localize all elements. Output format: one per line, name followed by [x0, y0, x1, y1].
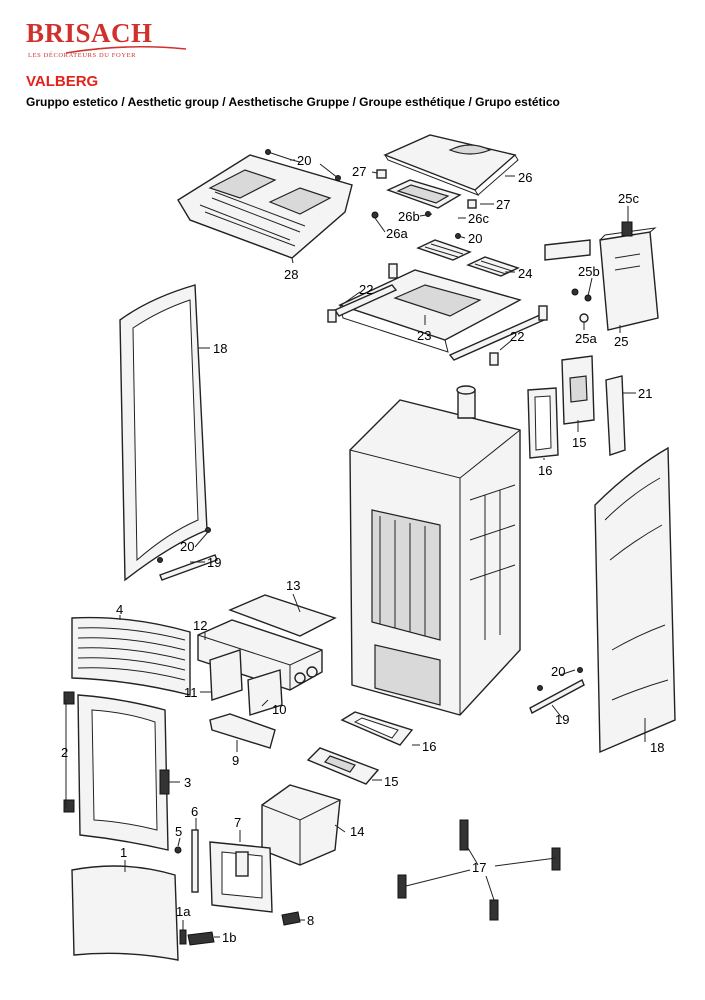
callout-23: 23 [417, 328, 431, 343]
callout-12: 12 [193, 618, 207, 633]
callout-1a: 1a [176, 904, 191, 919]
callout-25a: 25a [575, 331, 597, 346]
callout-10: 10 [272, 702, 286, 717]
part-16-lower-gasket [340, 711, 414, 746]
part-9-bar [209, 713, 276, 749]
part-27-plugs [376, 169, 477, 209]
callout-26c: 26c [468, 211, 489, 226]
callout-28: 28 [284, 267, 298, 282]
callout-20: 20 [297, 153, 311, 168]
callout-18: 18 [650, 740, 664, 755]
leader-lines [65, 159, 646, 938]
part-28-top-cover [177, 154, 353, 259]
part-16-upper-gasket [527, 387, 559, 459]
part-13-plate [228, 594, 337, 637]
part-18-left-side-panel [119, 284, 208, 582]
callout-22: 22 [510, 329, 524, 344]
callout-20: 20 [551, 664, 565, 679]
part-8-clip [281, 911, 301, 926]
part-14-ash-pan [261, 784, 341, 866]
callout-15: 15 [384, 774, 398, 789]
part-2-hinges [63, 691, 75, 813]
callout-19: 19 [207, 555, 221, 570]
callout-5: 5 [175, 824, 182, 839]
logo-swoosh-icon [66, 46, 186, 54]
model-title: VALBERG [26, 73, 99, 90]
callout-1: 1 [120, 845, 127, 860]
callout-6: 6 [191, 804, 198, 819]
part-18-right-side-panel [594, 446, 676, 754]
callout-14: 14 [350, 824, 364, 839]
callout-2: 2 [61, 745, 68, 760]
callout-18: 18 [213, 341, 227, 356]
callout-20: 20 [180, 539, 194, 554]
part-21-strip [605, 375, 626, 456]
callout-19: 19 [555, 712, 569, 727]
part-7-inner-door [209, 841, 273, 913]
callout-25: 25 [614, 334, 628, 349]
part-5-screw [174, 846, 182, 854]
part-6-rod [191, 829, 199, 893]
callout-26: 26 [518, 170, 532, 185]
part-24-grills [416, 239, 520, 277]
callout-22: 22 [359, 282, 373, 297]
part-4-front-grill [71, 616, 191, 696]
callout-21: 21 [638, 386, 652, 401]
callout-11: 11 [184, 685, 198, 700]
part-20-screws-top [265, 149, 341, 181]
callout-9: 9 [232, 753, 239, 768]
part-3-handle [159, 769, 170, 795]
callout-16: 16 [538, 463, 552, 478]
callout-15: 15 [572, 435, 586, 450]
callout-13: 13 [286, 578, 300, 593]
part-26-top-lid [383, 134, 519, 196]
part-15-upper-plate [561, 355, 595, 425]
callout-25b: 25b [578, 264, 600, 279]
brisach-logo: BRISACH LES DÉCORATEURS DU FOYER [26, 18, 186, 64]
part-11-bracket [209, 649, 243, 701]
part-15-lower-plate [306, 747, 380, 785]
part-22-brackets [327, 263, 548, 366]
part-10-bracket [247, 669, 283, 716]
callout-25c: 25c [618, 191, 639, 206]
callout-1b: 1b [222, 930, 236, 945]
callout-16: 16 [422, 739, 436, 754]
callout-26a: 26a [386, 226, 408, 241]
callout-7: 7 [234, 815, 241, 830]
callout-4: 4 [116, 602, 123, 617]
brand-tagline: LES DÉCORATEURS DU FOYER [28, 52, 137, 59]
part-19-right-rail [529, 667, 585, 714]
callout-20: 20 [468, 231, 482, 246]
part-25-control-panel [544, 221, 659, 331]
callout-17: 17 [472, 860, 486, 875]
part-26b-gasket [386, 179, 462, 209]
group-subtitle: Gruppo estetico / Aesthetic group / Aest… [26, 95, 560, 109]
stove-body [349, 385, 521, 716]
part-1a-1b-latch [179, 929, 215, 946]
part-1-front-panel [71, 865, 179, 961]
callout-24: 24 [518, 266, 532, 281]
part-17-feet [397, 819, 561, 921]
callout-labels: 20 27 26 27 26b 26c 26a 20 25c 28 24 25b… [61, 153, 664, 945]
callout-26b: 26b [398, 209, 420, 224]
part-12-base-frame [197, 619, 323, 691]
callout-27: 27 [496, 197, 510, 212]
brand-name: BRISACH [26, 18, 153, 48]
callout-8: 8 [307, 913, 314, 928]
door-frame [77, 694, 169, 851]
callout-3: 3 [184, 775, 191, 790]
callout-27: 27 [352, 164, 366, 179]
